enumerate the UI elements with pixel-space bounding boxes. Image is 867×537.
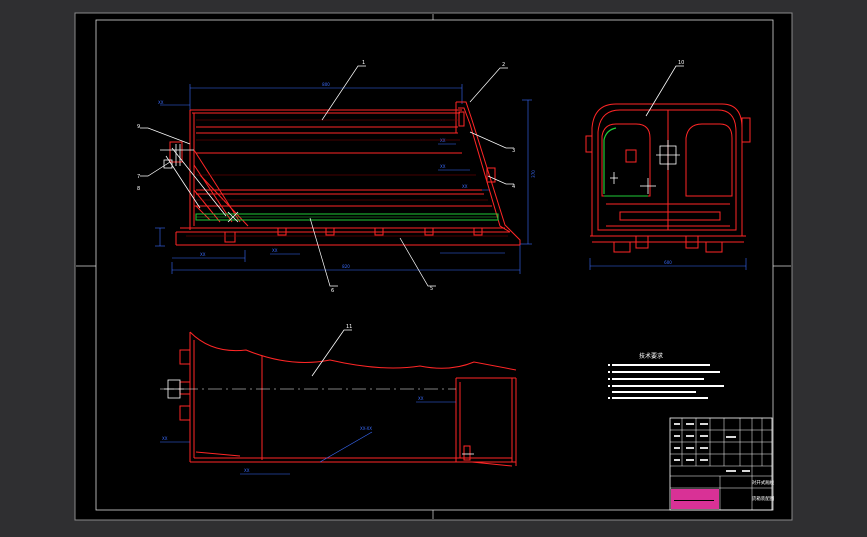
dimension-top-length: 800: [322, 82, 330, 87]
title-block-drawing-name: 货箱装配图: [752, 495, 775, 502]
rear-view: [585, 65, 751, 270]
svg-text:XX: XX: [272, 248, 278, 253]
dimension-bottom-length: 820: [342, 264, 350, 269]
drawing-sheet: [74, 12, 793, 521]
svg-text:XX: XX: [418, 396, 424, 401]
callout-11: 11: [346, 324, 352, 330]
plan-view: XX XX-XX XX XX: [160, 329, 517, 475]
dimension-rear-width: 600: [664, 260, 672, 265]
callout-7: 7: [137, 174, 140, 180]
callout-2: 2: [502, 62, 505, 68]
side-view: XX XX XX XX XX XX: [140, 65, 532, 287]
svg-text:XX: XX: [200, 252, 206, 257]
callout-5: 5: [430, 286, 433, 292]
callout-4: 4: [512, 184, 515, 190]
technical-notes: 技术要求: [608, 352, 724, 399]
dimension-right-height: 370: [531, 170, 536, 178]
callout-8: 8: [137, 186, 140, 192]
callout-1: 1: [362, 60, 365, 66]
tech-notes-title: 技术要求: [639, 352, 663, 360]
callout-9: 9: [137, 124, 140, 130]
svg-text:XX: XX: [158, 100, 164, 105]
title-block-name: 对开式厢板: [752, 479, 775, 486]
svg-text:XX: XX: [440, 138, 446, 143]
callout-6: 6: [331, 288, 334, 294]
svg-text:XX: XX: [162, 436, 168, 441]
svg-text:XX: XX: [462, 184, 468, 189]
svg-text:XX: XX: [244, 468, 250, 473]
callout-3: 3: [512, 148, 515, 154]
svg-text:XX-XX: XX-XX: [360, 426, 372, 431]
svg-text:XX: XX: [440, 164, 446, 169]
callout-10: 10: [678, 60, 684, 66]
drawing-frame: [95, 19, 774, 511]
title-block: 对开式厢板 货箱装配图: [669, 417, 775, 511]
